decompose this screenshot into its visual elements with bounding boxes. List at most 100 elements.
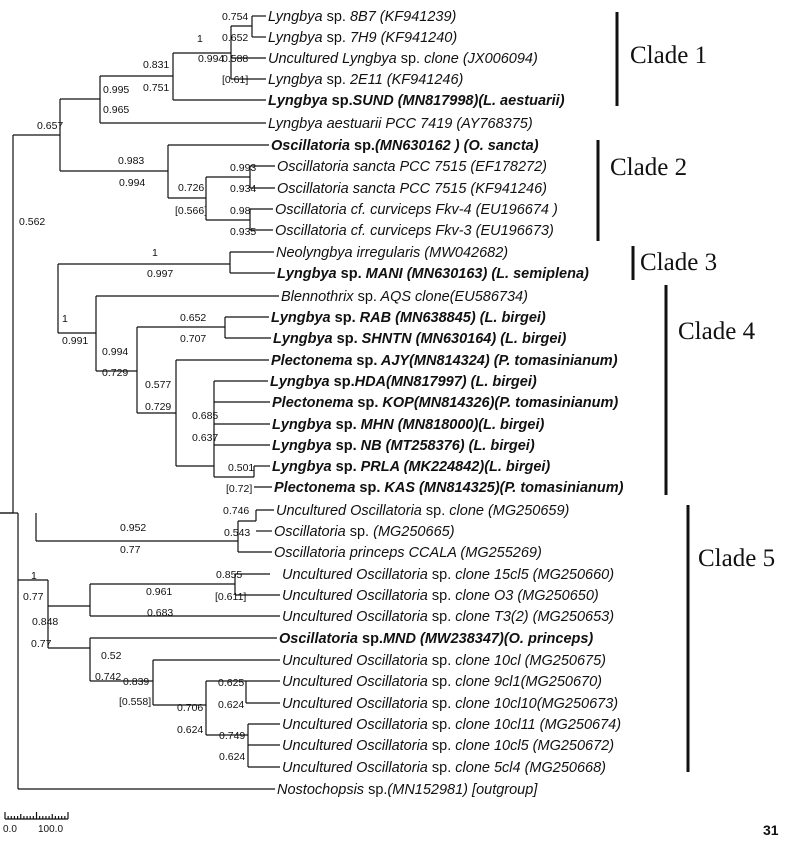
taxon-label-t22: Lyngbya sp. PRLA (MK224842)(L. birgei): [272, 459, 550, 475]
support-value: 0.749: [219, 730, 245, 742]
taxon-label-t37: Nostochopsis sp.(MN152981) [outgroup]: [277, 782, 538, 798]
taxon-label-t14: Blennothrix sp. AQS clone(EU586734): [281, 289, 528, 305]
taxon-label-t24: Uncultured Oscillatoria sp. clone (MG250…: [276, 503, 569, 519]
taxon-label-t4: Lyngbya sp. 2E11 (KF941246): [268, 72, 463, 88]
support-value: 0.831: [143, 59, 169, 71]
support-value: 0.751: [143, 82, 169, 94]
taxon-label-t33: Uncultured Oscillatoria sp. clone 10cl10…: [282, 696, 618, 712]
taxon-label-t21: Lyngbya sp. NB (MT258376) (L. birgei): [272, 438, 535, 454]
support-value: [0.72]: [226, 483, 252, 495]
support-value: 0.683: [147, 607, 173, 619]
taxon-label-t23: Plectonema sp. KAS (MN814325)(P. tomasin…: [274, 480, 624, 496]
taxon-label-t25: Oscillatoria sp. (MG250665): [274, 524, 455, 540]
taxon-label-t28: Uncultured Oscillatoria sp. clone O3 (MG…: [282, 588, 599, 604]
support-value: 0.754: [222, 11, 248, 23]
taxon-label-t35: Uncultured Oscillatoria sp. clone 10cl5 …: [282, 738, 614, 754]
taxon-label-t34: Uncultured Oscillatoria sp. clone 10cl11…: [282, 717, 621, 733]
support-value: 0.983: [118, 155, 144, 167]
taxon-labels: Lyngbya sp. 8B7 (KF941239) Lyngbya sp. 7H…: [268, 9, 624, 798]
support-value: 0.729: [102, 367, 128, 379]
taxon-label-t10: Oscillatoria cf. curviceps Fkv-4 (EU1966…: [275, 202, 558, 218]
taxon-label-t1: Lyngbya sp. 8B7 (KF941239): [268, 9, 456, 25]
taxon-label-t36: Uncultured Oscillatoria sp. clone 5cl4 (…: [282, 760, 606, 776]
support-value: 1: [197, 33, 203, 45]
support-value: 0.637: [192, 432, 218, 444]
taxon-label-t8: Oscillatoria sancta PCC 7515 (EF178272): [277, 159, 547, 175]
taxon-label-t5: Lyngbya sp.SUND (MN817998)(L. aestuarii): [268, 93, 565, 109]
taxon-label-t7: Oscillatoria sp.(MN630162 ) (O. sancta): [271, 138, 539, 154]
support-value: [0.61]: [222, 74, 248, 86]
support-value: 0.652: [180, 312, 206, 324]
taxon-label-t2: Lyngbya sp. 7H9 (KF941240): [268, 30, 457, 46]
support-value: 0.624: [219, 751, 245, 763]
support-value: 0.706: [177, 702, 203, 714]
taxon-label-t9: Oscillatoria sancta PCC 7515 (KF941246): [277, 181, 547, 197]
support-value: 0.625: [218, 677, 244, 689]
support-value: 0.98: [230, 205, 251, 217]
support-value: 0.562: [19, 216, 45, 228]
taxon-label-t11: Oscillatoria cf. curviceps Fkv-3 (EU1966…: [275, 223, 554, 239]
support-value: 0.624: [177, 724, 203, 736]
support-value: 0.746: [223, 505, 249, 517]
taxon-label-t27: Uncultured Oscillatoria sp. clone 15cl5 …: [282, 567, 614, 583]
support-value: 0.742: [95, 671, 121, 683]
support-value: 0.935: [230, 226, 256, 238]
support-value: 0.855: [216, 569, 242, 581]
support-value: 0.624: [218, 699, 244, 711]
support-value: 1: [31, 570, 37, 582]
taxon-label-t12: Neolyngbya irregularis (MW042682): [276, 245, 508, 261]
support-value: 0.726: [178, 182, 204, 194]
taxon-label-t20: Lyngbya sp. MHN (MN818000)(L. birgei): [272, 417, 545, 433]
support-value: [0.566]: [175, 205, 207, 217]
clade-label: Clade 3: [640, 249, 717, 276]
clade-label: Clade 4: [678, 318, 756, 345]
clade-label: Clade 5: [698, 545, 775, 572]
support-value: 0.501: [228, 462, 254, 474]
taxon-label-t17: Plectonema sp. AJY(MN814324) (P. tomasin…: [271, 353, 618, 369]
support-value: 0.997: [147, 268, 173, 280]
support-value: 0.729: [145, 401, 171, 413]
support-value: 0.952: [120, 522, 146, 534]
taxon-label-t29: Uncultured Oscillatoria sp. clone T3(2) …: [282, 609, 614, 625]
taxon-label-t31: Uncultured Oscillatoria sp. clone 10cl (…: [282, 653, 606, 669]
scale-bar: 0.0 100.0: [3, 812, 69, 835]
taxon-label-t30: Oscillatoria sp.MND (MW238347)(O. prince…: [279, 631, 593, 647]
taxon-label-t32: Uncultured Oscillatoria sp. clone 9cl1(M…: [282, 674, 602, 690]
support-value: 0.652: [222, 32, 248, 44]
support-value: 0.839: [123, 676, 149, 688]
support-value: 0.707: [180, 333, 206, 345]
support-values: 0.7540.65210.9940.5880.831[0.61]0.7510.9…: [19, 11, 256, 763]
support-value: 0.657: [37, 120, 63, 132]
taxon-label-t6: Lyngbya aestuarii PCC 7419 (AY768375): [268, 116, 533, 132]
support-value: 0.993: [230, 162, 256, 174]
page-number: 31: [763, 822, 779, 838]
taxon-label-t3: Uncultured Lyngbya sp. clone (JX006094): [268, 51, 538, 67]
support-value: 0.588: [222, 53, 248, 65]
support-value: 0.994: [119, 177, 145, 189]
support-value: 0.934: [230, 183, 256, 195]
scale-end-label: 100.0: [38, 824, 63, 835]
taxon-label-t15: Lyngbya sp. RAB (MN638845) (L. birgei): [271, 310, 546, 326]
support-value: 1: [152, 247, 158, 259]
support-value: 0.77: [120, 544, 141, 556]
taxon-label-t19: Plectonema sp. KOP(MN814326)(P. tomasini…: [272, 395, 618, 411]
clade-label: Clade 2: [610, 154, 687, 181]
support-value: 0.961: [146, 586, 172, 598]
support-value: 0.994: [102, 346, 128, 358]
support-value: 0.965: [103, 104, 129, 116]
support-value: 0.77: [23, 591, 44, 603]
taxon-label-t16: Lyngbya sp. SHNTN (MN630164) (L. birgei): [273, 331, 566, 347]
support-value: 0.991: [62, 335, 88, 347]
support-value: 0.994: [198, 53, 224, 65]
scale-start-label: 0.0: [3, 824, 17, 835]
support-value: 0.543: [224, 527, 250, 539]
support-value: 0.995: [103, 84, 129, 96]
taxon-label-t26: Oscillatoria princeps CCALA (MG255269): [274, 545, 542, 561]
support-value: 0.577: [145, 379, 171, 391]
taxon-label-t18: Lyngbya sp.HDA(MN817997) (L. birgei): [270, 374, 537, 390]
support-value: 1: [62, 313, 68, 325]
support-value: 0.77: [31, 638, 52, 650]
support-value: 0.52: [101, 650, 122, 662]
